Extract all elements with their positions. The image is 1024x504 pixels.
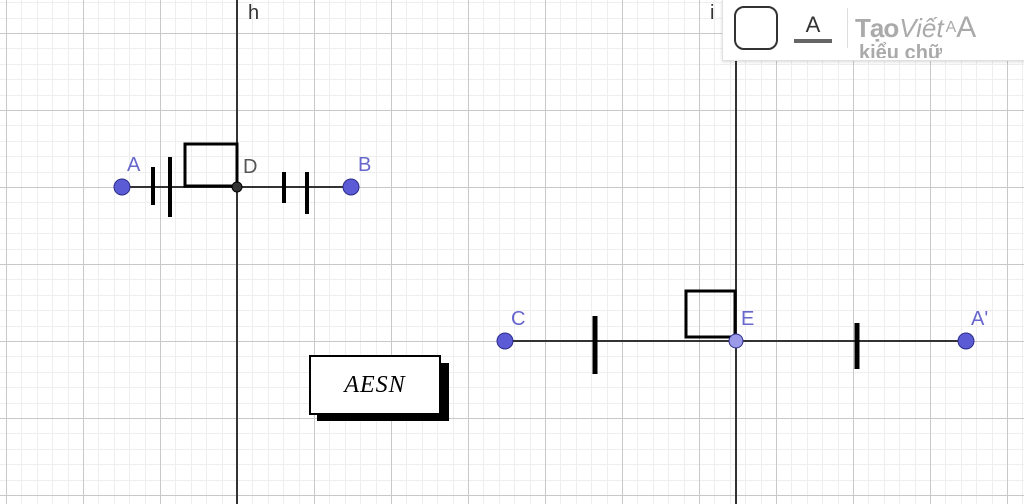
bold-style-label: Tạo <box>855 12 899 43</box>
color-button[interactable] <box>731 4 781 52</box>
line-h-label: h <box>248 2 259 24</box>
point-d-label: D <box>243 156 257 178</box>
text-style-caption: kiểu chữ <box>859 42 943 58</box>
style-bar: A Tạo Viết A A kiểu chữ <box>722 0 1024 61</box>
point-c[interactable] <box>496 332 514 350</box>
point-b[interactable] <box>342 178 360 196</box>
text-size-small-label: A <box>945 19 957 36</box>
point-a[interactable] <box>113 178 131 196</box>
separator <box>847 8 848 48</box>
point-e-label: E <box>741 308 754 330</box>
right-angle-marker-e <box>684 289 737 339</box>
point-a-prime-label: A' <box>971 308 988 330</box>
text-size-large-label: A <box>956 11 977 44</box>
point-b-label: B <box>358 154 371 176</box>
point-a-label: A <box>127 154 141 176</box>
line-i-label: i <box>710 2 714 24</box>
right-angle-marker-d <box>183 142 239 188</box>
point-c-label: C <box>511 308 525 330</box>
text-object-content[interactable]: AESN <box>309 355 441 415</box>
point-e[interactable] <box>728 333 744 349</box>
point-a-prime[interactable] <box>957 332 975 350</box>
color-swatch-icon <box>734 6 778 50</box>
text-style-button[interactable]: Tạo Viết A A <box>855 4 1024 52</box>
text-object[interactable]: AESN <box>309 355 449 421</box>
point-d[interactable] <box>231 181 243 193</box>
text-color-icon: A <box>805 12 821 37</box>
italic-style-label: Viết <box>899 12 944 43</box>
text-color-button[interactable]: A <box>789 4 837 52</box>
text-color-bar <box>794 39 832 43</box>
